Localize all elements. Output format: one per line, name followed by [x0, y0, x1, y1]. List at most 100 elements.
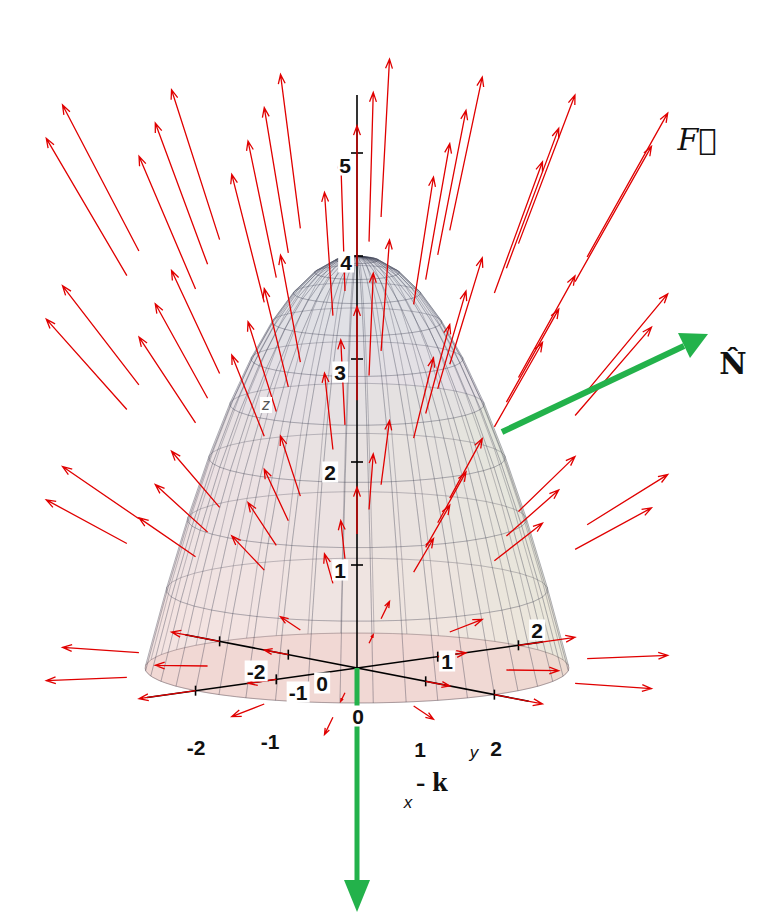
- field-arrow: [518, 457, 575, 512]
- coordinate-axes: [147, 95, 543, 701]
- tick-number: 3: [332, 362, 348, 383]
- field-arrow: [155, 485, 207, 533]
- tick-number: 2: [488, 738, 504, 759]
- field-arrow: [247, 141, 277, 278]
- field-arrow: [281, 617, 301, 630]
- tick-number: 5: [337, 155, 353, 176]
- field-arrow: [494, 695, 542, 706]
- tick-number: -2: [185, 737, 208, 758]
- minus-k-vector: [355, 668, 360, 882]
- tick-number: 4: [338, 252, 354, 273]
- field-arrow: [381, 59, 392, 217]
- field-arrow: [232, 536, 264, 570]
- field-arrow: [369, 273, 376, 375]
- field-arrow: [575, 146, 651, 281]
- tick-number: 2: [322, 462, 338, 483]
- field-arrow: [438, 472, 466, 523]
- surface-patch: [360, 279, 371, 303]
- surface-patch: [365, 376, 386, 425]
- surface-patch: [337, 303, 352, 336]
- field-arrow: [369, 92, 376, 241]
- surface-patch: [368, 482, 396, 548]
- field-arrow: [381, 601, 389, 618]
- field-arrow: [139, 337, 196, 423]
- surface-patch: [362, 303, 377, 336]
- axis-tick: [351, 461, 363, 463]
- normal-arrowhead: [678, 333, 708, 358]
- field-arrow: [426, 505, 450, 547]
- field-arrow: [338, 521, 345, 559]
- field-arrow: [172, 630, 220, 641]
- field-arrow: [381, 240, 392, 351]
- field-arrow: [280, 436, 300, 496]
- field-arrow: [426, 324, 451, 413]
- tick-number: -2: [245, 661, 268, 682]
- field-arrow: [575, 683, 651, 691]
- axis-name: y: [468, 744, 481, 761]
- field-arrow: [354, 306, 361, 400]
- surface-patch: [357, 256, 373, 263]
- field-arrow: [587, 294, 668, 391]
- field-arrow: [518, 635, 575, 645]
- field-arrow: [450, 258, 483, 364]
- field-arrow: [575, 327, 651, 415]
- field-arrow: [414, 358, 435, 438]
- field-arrow: [426, 681, 450, 687]
- field-arrow: [155, 662, 207, 669]
- field-arrow: [341, 693, 345, 702]
- field-arrow: [232, 704, 264, 717]
- field-arrow: [46, 500, 127, 544]
- axis-name: z: [260, 397, 272, 413]
- field-arrow: [354, 487, 361, 534]
- field-arrow: [414, 706, 434, 719]
- surface-patch: [363, 336, 381, 377]
- field-arrow: [369, 454, 376, 509]
- field-arrow: [518, 95, 575, 244]
- tick-number: 0: [314, 673, 330, 694]
- normal-vector-symbol: N̂: [717, 349, 748, 379]
- tick-number: 2: [529, 620, 545, 641]
- surface-patch: [312, 547, 343, 621]
- field-arrow: [262, 108, 288, 253]
- field-arrow: [494, 162, 542, 293]
- surface-patch: [370, 547, 401, 621]
- field-arrow: [248, 503, 276, 546]
- field-arrow: [438, 110, 468, 255]
- vector-field-symbol: F⃗: [676, 125, 719, 155]
- field-arrow: [322, 373, 333, 449]
- field-arrow: [279, 255, 300, 362]
- field-arrow: [438, 291, 467, 389]
- axis-tick: [351, 564, 363, 566]
- field-arrow: [450, 439, 482, 498]
- surface-patch: [276, 619, 313, 702]
- field-arrow: [414, 539, 434, 573]
- highlight-vectors: [344, 333, 708, 912]
- field-arrow: [63, 467, 139, 519]
- field-arrow: [506, 667, 558, 674]
- tick-number: 1: [412, 739, 428, 760]
- surface-patch: [396, 546, 429, 621]
- field-arrow: [232, 355, 264, 436]
- field-arrow: [264, 649, 288, 655]
- surface-patch: [327, 376, 348, 425]
- field-arrow: [172, 270, 220, 373]
- field-arrow: [63, 286, 139, 385]
- field-arrow: [264, 469, 288, 521]
- field-arrow: [506, 128, 558, 268]
- surface-patch: [391, 481, 421, 547]
- tick-number: 0: [350, 706, 366, 727]
- normal-vector: [502, 346, 684, 432]
- field-arrow: [155, 123, 207, 264]
- tick-number: -1: [259, 731, 282, 752]
- surface-patch: [284, 546, 317, 621]
- field-arrow: [155, 304, 207, 398]
- minus-k-arrowhead: [344, 880, 370, 912]
- field-arrow: [46, 138, 127, 275]
- surface-patch: [292, 480, 322, 546]
- axis-name: x: [402, 794, 415, 811]
- field-arrow: [575, 508, 651, 550]
- field-arrow: [354, 126, 361, 267]
- field-arrow: [278, 74, 300, 228]
- field-arrow: [450, 77, 484, 230]
